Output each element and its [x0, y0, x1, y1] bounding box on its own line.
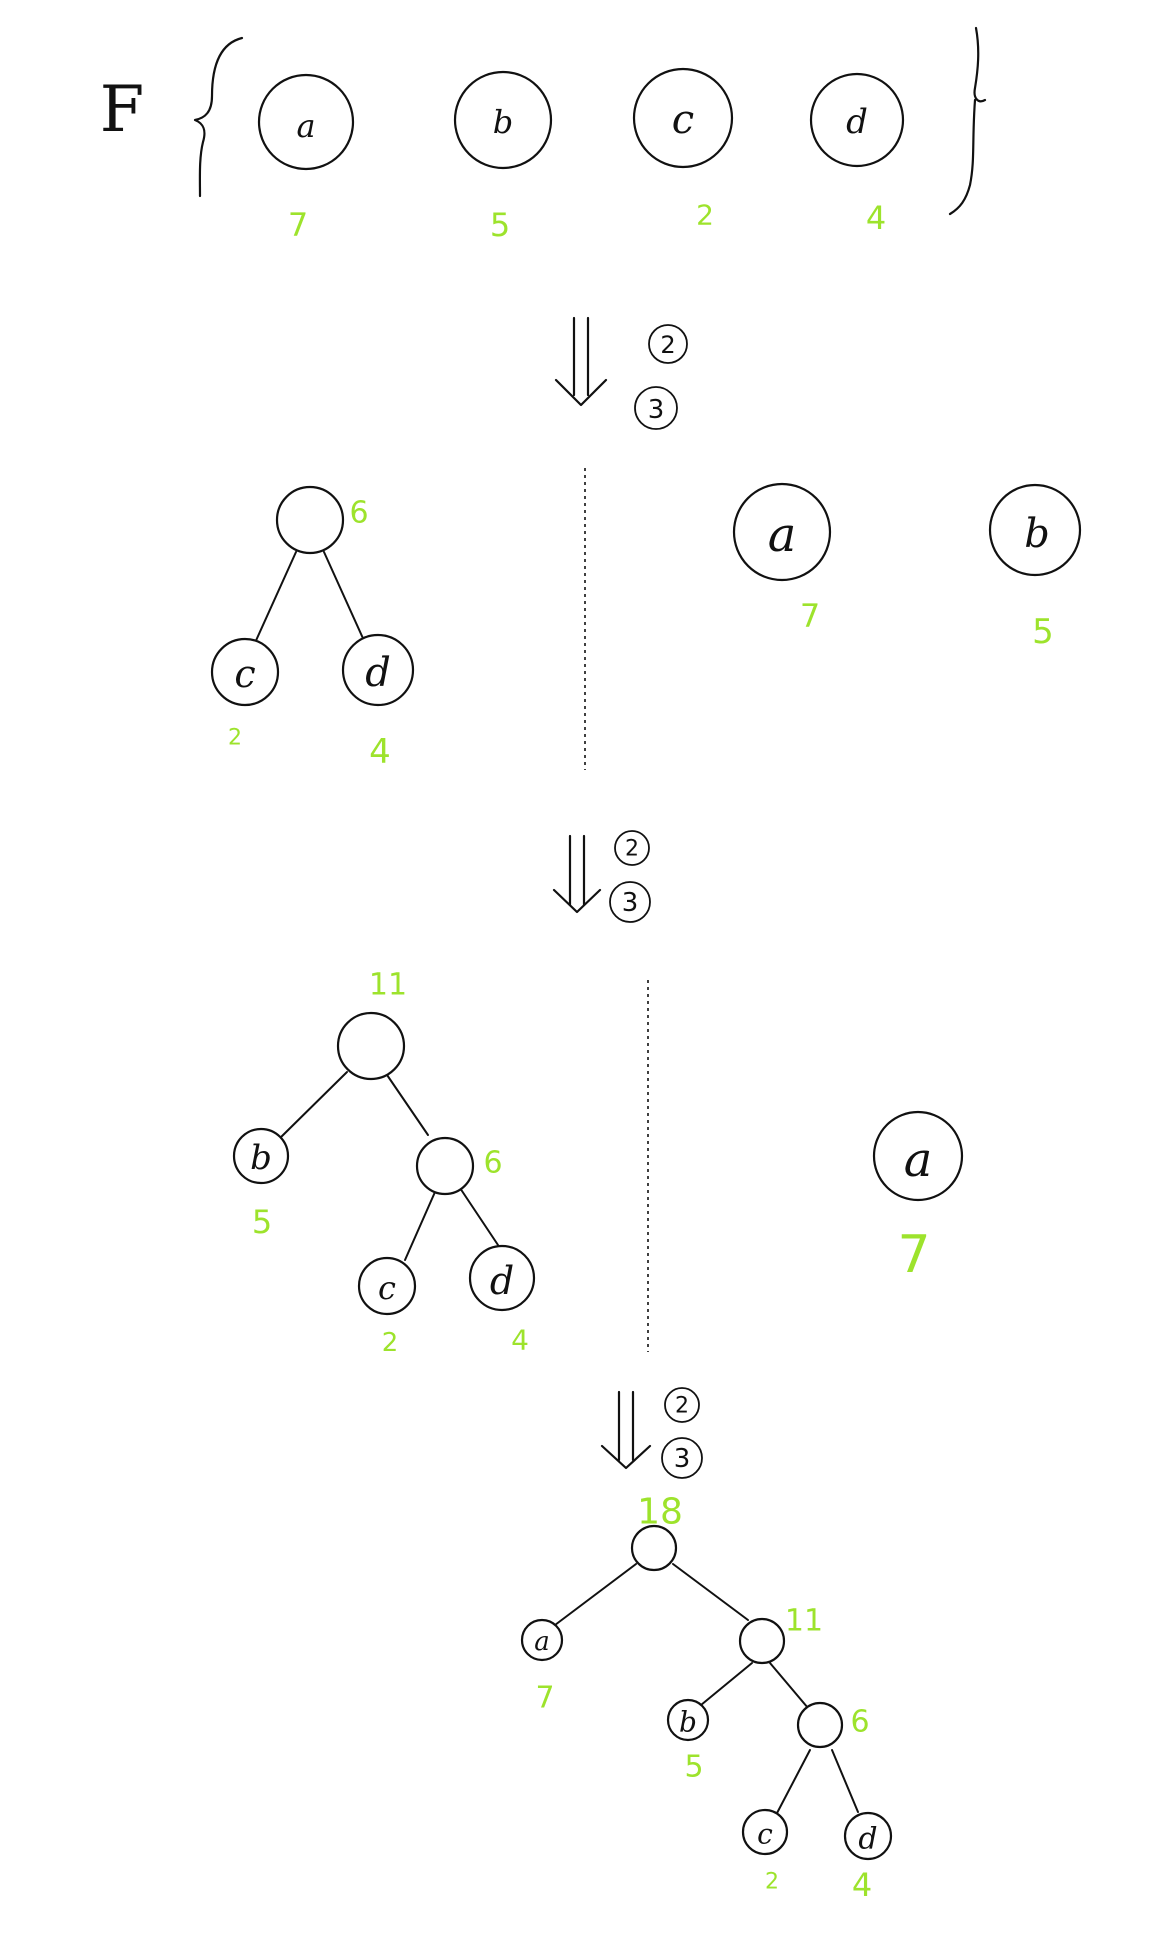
step-mark-circle [664, 1387, 700, 1423]
forest-node-d: d 4 [809, 72, 905, 237]
weight-label: 7 [800, 597, 820, 635]
tree-node [336, 1011, 406, 1081]
svg-text:a: a [296, 107, 315, 145]
weight-label: 4 [866, 199, 886, 237]
forest-name: F [100, 73, 144, 147]
svg-text:d: d [846, 102, 868, 142]
step-mark: 2 [660, 331, 675, 359]
tree-node [630, 1524, 678, 1572]
tree-node [275, 485, 345, 555]
tree-node [796, 1701, 844, 1749]
weight-label: 7 [535, 1681, 554, 1716]
weight-label: 18 [637, 1492, 683, 1533]
step-mark-circle [609, 881, 651, 923]
svg-text:c: c [757, 1818, 773, 1851]
double-down-arrow-icon [552, 834, 602, 914]
weight-label: 5 [490, 206, 510, 244]
weight-label: 7 [897, 1225, 930, 1285]
left-brace [193, 36, 244, 198]
stage-2: 11 b 5 6 c 2 d 4 a 7 [232, 968, 964, 1358]
svg-text:d: d [365, 650, 391, 696]
weight-label: 6 [483, 1146, 502, 1181]
tree-node [738, 1617, 786, 1665]
stage-2-remaining: a 7 [872, 1110, 964, 1285]
tree-node [468, 1244, 536, 1312]
tree-node [210, 637, 280, 707]
svg-text:b: b [493, 103, 513, 141]
tree-node [741, 1808, 789, 1856]
svg-text:c: c [672, 97, 694, 143]
weight-label: 11 [369, 968, 407, 1003]
tree-node [520, 1618, 564, 1662]
step-mark-circle [634, 386, 678, 430]
step-arrow-1: 2 3 [554, 316, 688, 430]
svg-text:d: d [858, 1822, 877, 1857]
tree-node [843, 1811, 893, 1861]
step-arrow-2: 2 3 [552, 830, 651, 923]
svg-text:c: c [234, 652, 255, 696]
step-mark: 3 [622, 888, 639, 918]
tree-node [666, 1698, 710, 1742]
double-down-arrow-icon [600, 1390, 652, 1470]
stage-3-tree: 18 a 7 11 b 5 6 c 2 d 4 [520, 1492, 893, 1904]
weight-label: 4 [369, 732, 391, 772]
weight-label: 2 [382, 1328, 399, 1358]
right-brace [948, 26, 987, 216]
svg-text:b: b [250, 1138, 272, 1178]
weight-label: 5 [252, 1203, 272, 1241]
tree-node [872, 1110, 964, 1202]
forest-node-c: c 2 [632, 67, 734, 232]
weight-label: 6 [349, 496, 368, 531]
tree-node [988, 483, 1082, 577]
tree-node [732, 482, 832, 582]
step-mark-circle [614, 830, 650, 866]
double-down-arrow-icon [554, 316, 608, 407]
weight-label: 2 [696, 199, 714, 232]
tree-node [415, 1136, 475, 1196]
weight-label: 2 [765, 1870, 779, 1895]
step-mark-circle [648, 324, 688, 364]
weight-label: 4 [852, 1866, 872, 1904]
weight-label: 2 [228, 726, 242, 751]
step-mark: 3 [674, 1444, 691, 1474]
svg-text:b: b [1024, 511, 1050, 557]
stage-1: 6 c 2 d 4 a 7 b 5 [210, 468, 1082, 772]
tree-node [357, 1256, 417, 1316]
weight-label: 7 [288, 206, 308, 244]
weight-label: 11 [785, 1604, 823, 1639]
weight-label: 4 [511, 1324, 529, 1357]
tree-node [341, 633, 415, 707]
svg-text:a: a [768, 507, 797, 563]
svg-text:a: a [904, 1132, 933, 1188]
svg-text:a: a [534, 1627, 550, 1657]
step-mark: 2 [625, 837, 639, 862]
svg-text:c: c [378, 1269, 396, 1307]
svg-text:b: b [679, 1706, 697, 1739]
step-mark-circle [661, 1437, 703, 1479]
svg-text:d: d [490, 1259, 514, 1303]
forest-node-a: a 7 [257, 73, 355, 244]
stage-1-remaining: a 7 b 5 [732, 482, 1082, 652]
stage-2-tree: 11 b 5 6 c 2 d 4 [232, 968, 536, 1358]
weight-label: 5 [684, 1750, 703, 1785]
step-mark: 2 [675, 1394, 689, 1419]
step-mark: 3 [648, 395, 665, 425]
stage-1-tree: 6 c 2 d 4 [210, 485, 415, 772]
forest-set: F a 7 b 5 c 2 d 4 [100, 26, 987, 244]
tree-node [232, 1127, 290, 1185]
weight-label: 5 [1032, 612, 1054, 652]
forest-node-b: b 5 [453, 70, 553, 244]
weight-label: 6 [850, 1705, 869, 1740]
step-arrow-3: 2 3 [600, 1387, 703, 1479]
